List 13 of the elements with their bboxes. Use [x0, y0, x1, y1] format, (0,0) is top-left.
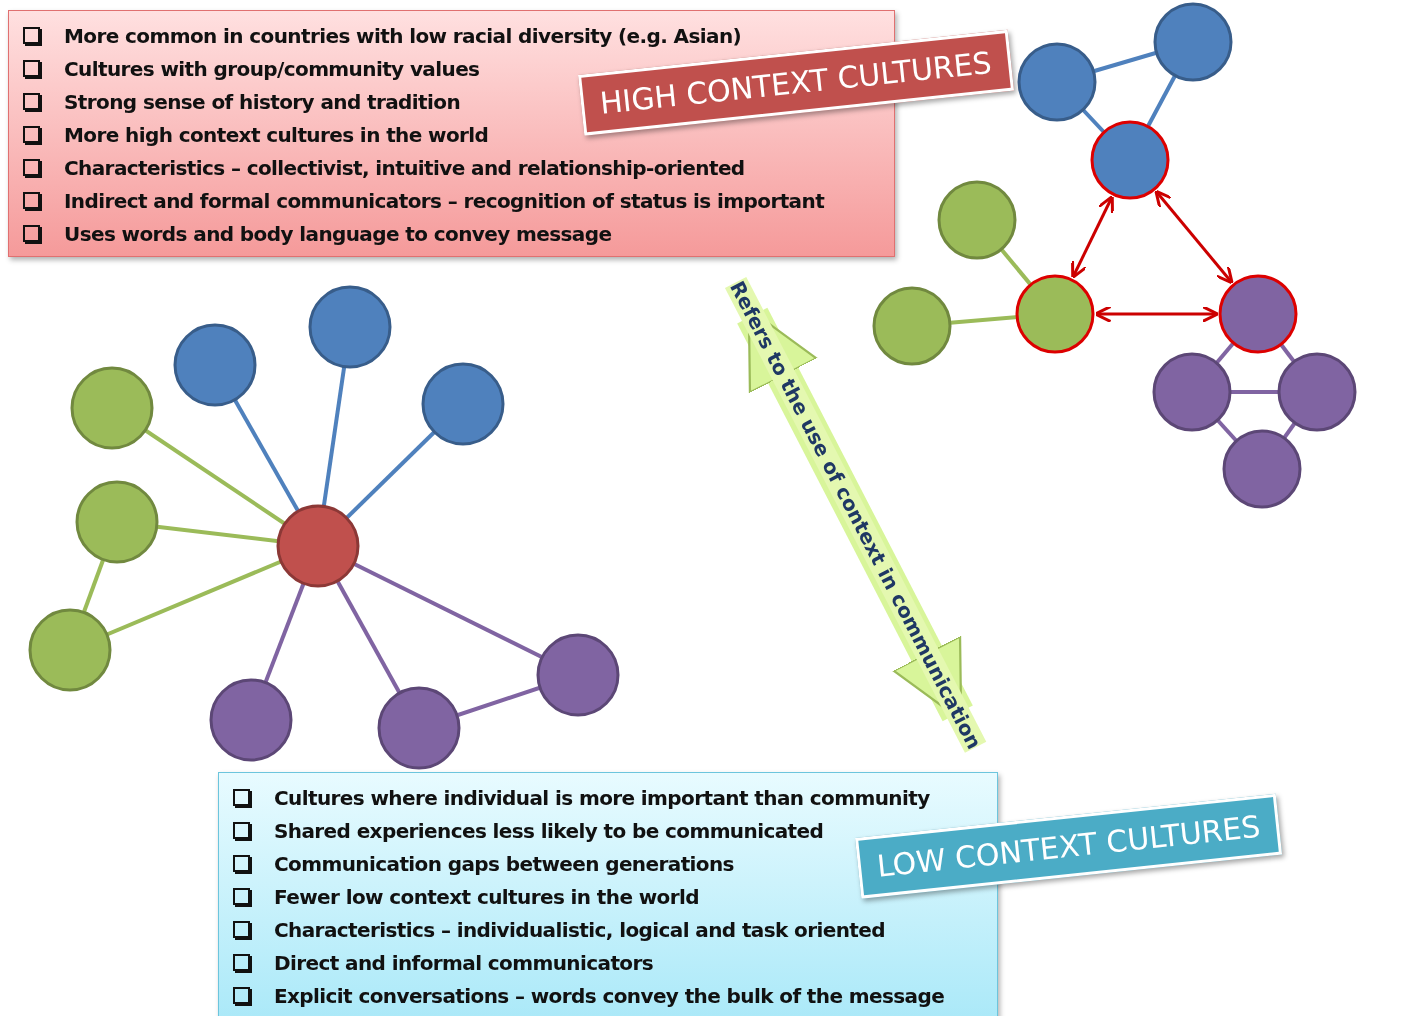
bullet-text: Direct and informal communicators [274, 950, 654, 975]
bullet-text: Indirect and formal communicators – recognition of status is important [64, 188, 825, 213]
bullet-text: Uses words and body language to convey message [64, 221, 612, 246]
bullet-text: Communication gaps between generations [274, 851, 734, 876]
bullet-text: Cultures with group/community values [64, 56, 480, 81]
double-arrow [737, 307, 973, 722]
bullet-text: More high context cultures in the world [64, 122, 489, 147]
bullet-text: Characteristics – individualistic, logical and task oriented [274, 917, 885, 942]
bullet-text: Characteristics – collectivist, intuitive and relationship-oriented [64, 155, 745, 180]
bullet-text: Shared experiences less likely to be communicated [274, 818, 824, 843]
bullet-text: Strong sense of history and tradition [64, 89, 461, 114]
bullet-text: Fewer low context cultures in the world [274, 884, 699, 909]
bullet-text: Explicit conversations – words convey the bulk of the message [274, 983, 945, 1008]
